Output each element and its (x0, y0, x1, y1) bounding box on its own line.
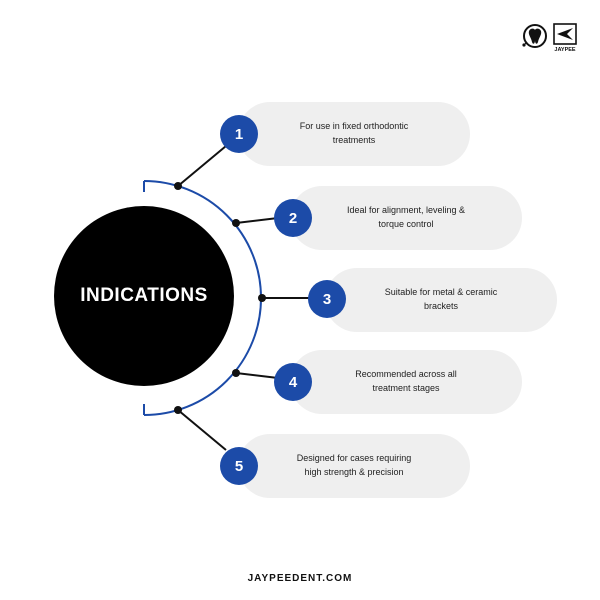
indication-card-4: Recommended across all treatment stages (290, 350, 522, 414)
number-badge-5: 5 (220, 447, 258, 485)
indication-text-4: Recommended across all treatment stages (355, 369, 457, 393)
center-circle: INDICATIONS (54, 206, 234, 386)
indication-card-3: Suitable for metal & ceramic brackets (325, 268, 557, 332)
connector-dot-4 (232, 369, 240, 377)
jaypee-logo: JAYPEE (522, 23, 577, 53)
connector-line-1 (177, 145, 227, 187)
connector-dot-1 (174, 182, 182, 190)
indication-text-3: Suitable for metal & ceramic brackets (384, 287, 498, 311)
indication-card-5: Designed for cases requiring high streng… (238, 434, 470, 498)
connector-dot-5 (174, 406, 182, 414)
connector-dot-2 (232, 219, 240, 227)
tooth-logo-icon (522, 24, 547, 48)
number-badge-2: 2 (274, 199, 312, 237)
indication-card-1: For use in fixed orthodontic treatments (238, 102, 470, 166)
number-badge-4: 4 (274, 363, 312, 401)
indication-text-5: Designed for cases requiring high streng… (296, 453, 412, 477)
center-title: INDICATIONS (80, 285, 208, 306)
connector-line-4 (235, 372, 279, 379)
number-badge-1: 1 (220, 115, 258, 153)
connector-dot-3 (258, 294, 266, 302)
number-badge-3: 3 (308, 280, 346, 318)
website-footer: JAYPEEDENT.COM (247, 573, 353, 584)
svg-text:JAYPEE: JAYPEE (554, 47, 576, 53)
connector-line-5 (177, 409, 227, 451)
indication-text-2: Ideal for alignment, leveling & torque c… (346, 205, 466, 229)
jaypee-emblem-icon: JAYPEE (553, 23, 577, 53)
connector-line-2 (235, 217, 279, 224)
indication-text-1: For use in fixed orthodontic treatments (299, 121, 409, 145)
indication-card-2: Ideal for alignment, leveling & torque c… (290, 186, 522, 250)
